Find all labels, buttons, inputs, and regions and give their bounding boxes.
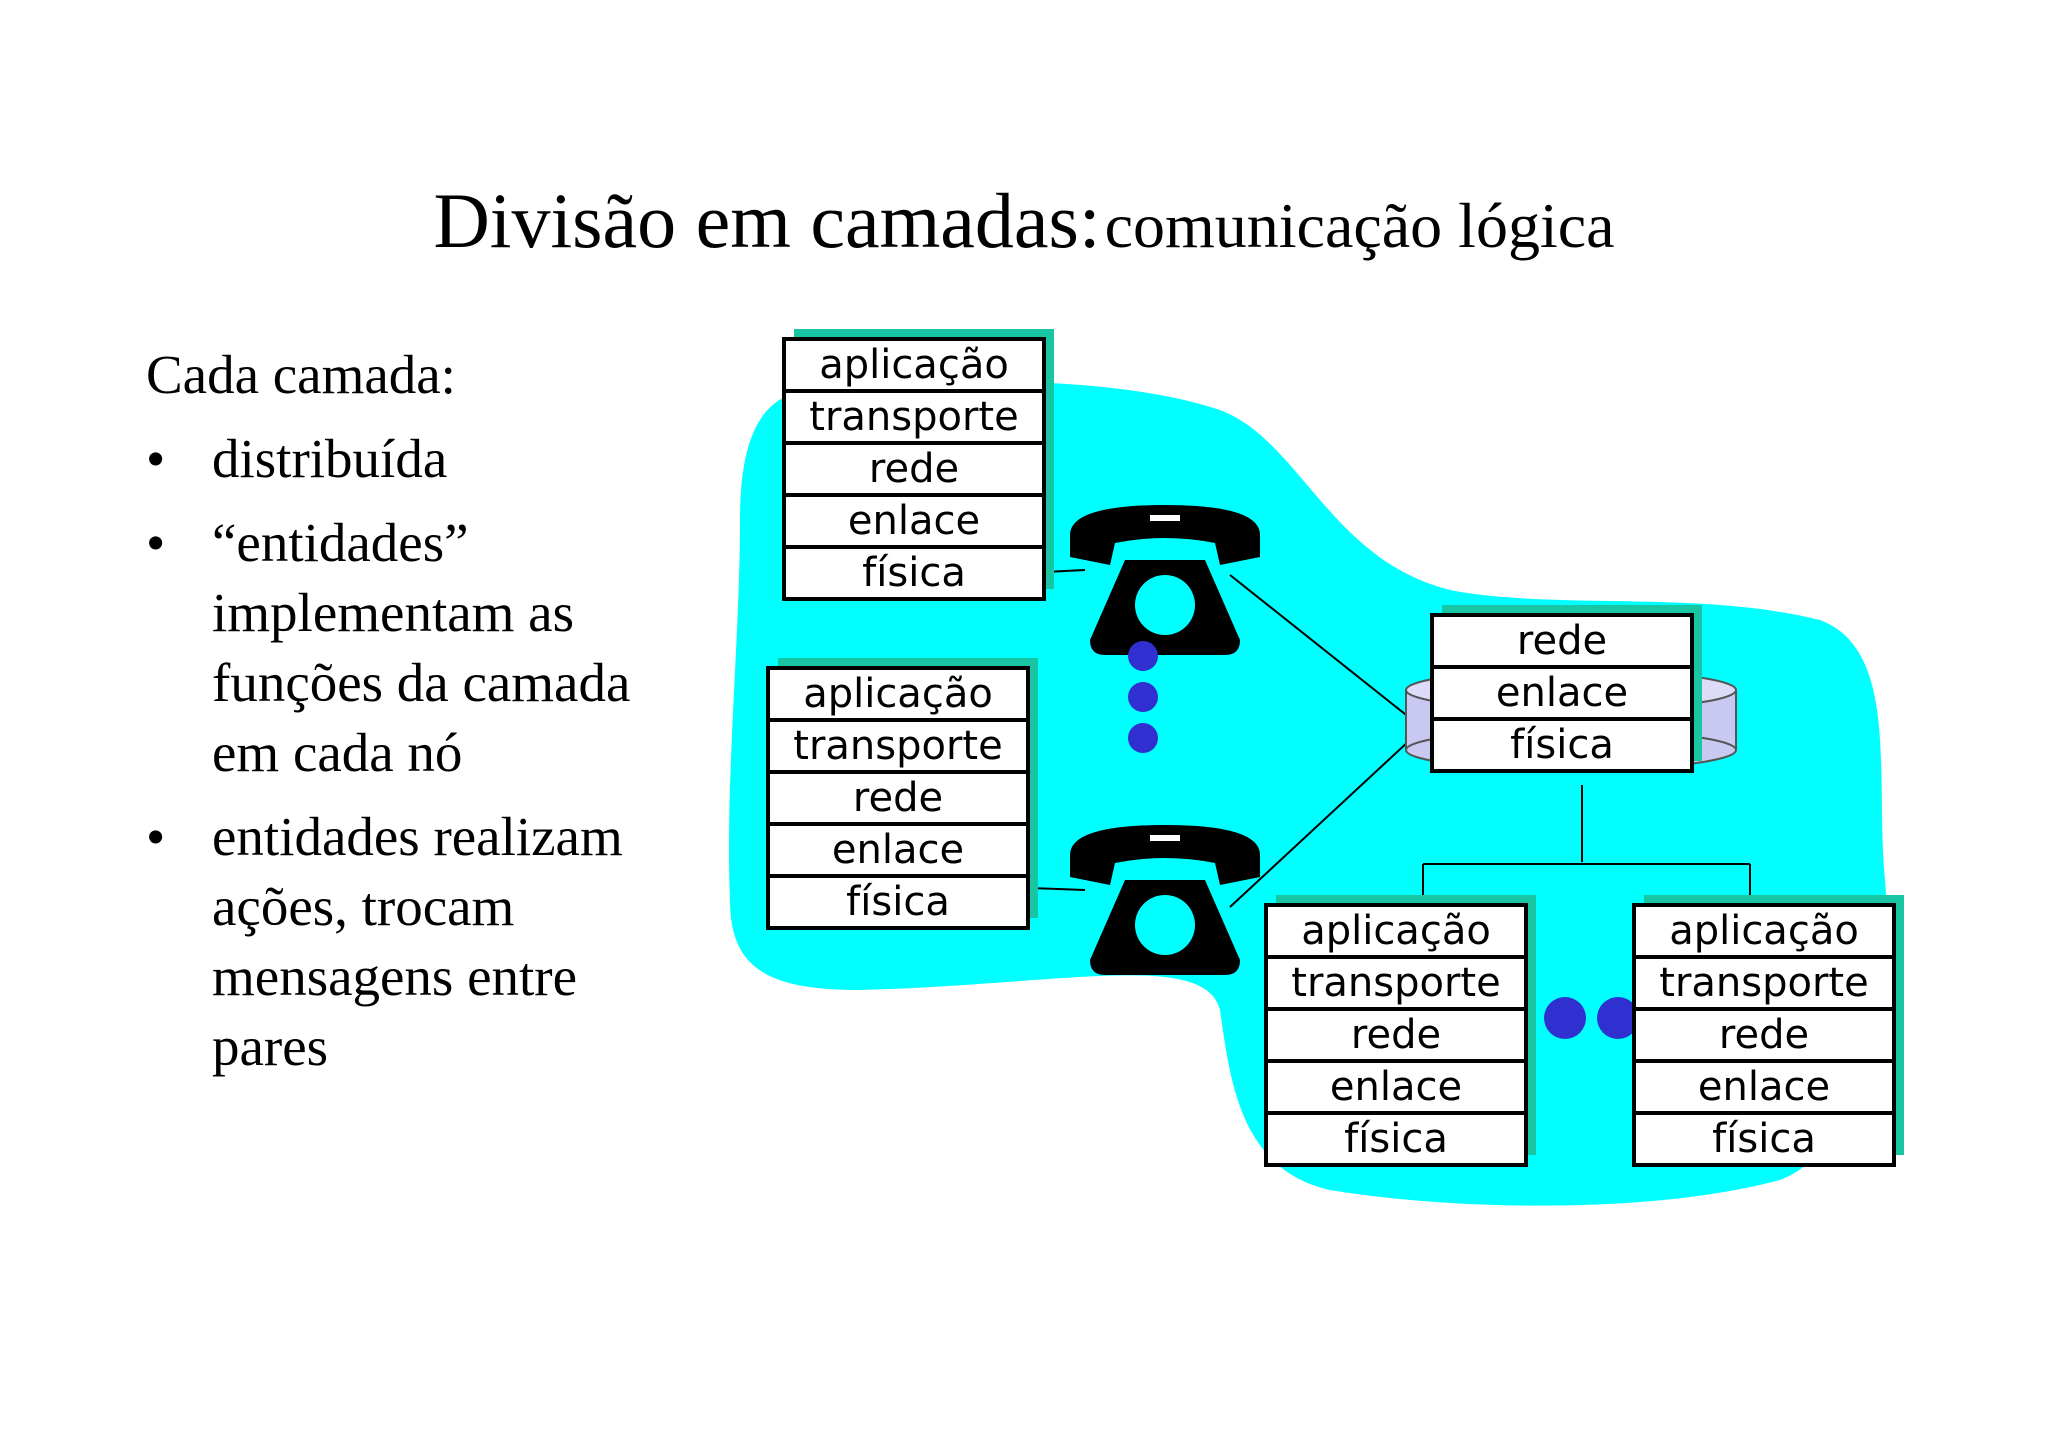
description-heading: Cada camada:	[146, 344, 456, 405]
bullet-marker: •	[146, 512, 166, 573]
ellipsis-dots-icon	[1544, 997, 1639, 1039]
layer-label: física	[862, 550, 966, 596]
page-title: Divisão em camadas: comunicação lógica	[0, 176, 2048, 266]
layer-label: transporte	[1291, 960, 1500, 1006]
layer-box	[1430, 717, 1694, 773]
layer-label: rede	[1517, 618, 1607, 664]
layer-box	[766, 874, 1030, 930]
layer-box	[1632, 955, 1896, 1011]
bullet-item: • entidades realizam ações, trocam mensa…	[146, 802, 706, 1082]
layer-label: enlace	[832, 827, 964, 873]
layer-label: aplicação	[1301, 908, 1491, 954]
layer-box	[1264, 903, 1528, 959]
layer-label: rede	[1351, 1012, 1441, 1058]
layer-label: aplicação	[819, 342, 1009, 388]
bullet-text: entidades realizam ações, trocam mensage…	[212, 806, 623, 1077]
bullet-marker: •	[146, 806, 166, 867]
layer-box	[782, 389, 1046, 445]
bullet-item: • “entidades” implementam as funções da …	[146, 508, 706, 788]
title-sub: comunicação lógica	[1104, 190, 1615, 261]
layer-label: rede	[1719, 1012, 1809, 1058]
layer-box	[766, 822, 1030, 878]
layer-label: transporte	[793, 723, 1002, 769]
layer-label: transporte	[1659, 960, 1868, 1006]
layer-box	[1632, 1007, 1896, 1063]
protocol-stack: aplicação transporte rede enlace física	[1632, 895, 1904, 1167]
bullet-marker: •	[146, 428, 166, 489]
layer-box	[1264, 1059, 1528, 1115]
bullet-item: • distribuída	[146, 424, 706, 494]
title-main: Divisão em camadas:	[433, 177, 1101, 264]
layer-label: enlace	[1698, 1064, 1830, 1110]
layer-label: enlace	[848, 498, 980, 544]
layer-box	[1264, 1111, 1528, 1167]
layer-label: física	[1344, 1116, 1448, 1162]
protocol-stack: aplicação transporte rede enlace física	[782, 329, 1054, 601]
layer-box	[782, 545, 1046, 601]
bullet-list: • distribuída • “entidades” implementam …	[146, 424, 706, 1082]
link-lines	[1029, 569, 1751, 908]
layer-label: aplicação	[803, 671, 993, 717]
layer-label: física	[1510, 722, 1614, 768]
layer-label: enlace	[1330, 1064, 1462, 1110]
layer-box	[766, 666, 1030, 722]
layer-label: física	[846, 879, 950, 925]
layer-box	[782, 337, 1046, 393]
layer-box	[782, 441, 1046, 497]
layer-label: enlace	[1496, 670, 1628, 716]
layer-label: física	[1712, 1116, 1816, 1162]
layer-label: aplicação	[1669, 908, 1859, 954]
bullet-text: “entidades” implementam as funções da ca…	[212, 512, 631, 783]
layer-label: rede	[869, 446, 959, 492]
protocol-stack: aplicação transporte rede enlace física	[1264, 895, 1536, 1167]
layer-label: rede	[853, 775, 943, 821]
description-panel: Cada camada: • distribuída • “entidades”…	[146, 340, 706, 1096]
layer-box	[1430, 613, 1694, 669]
protocol-stacks: aplicaçãotransporteredeenlacefísicaaplic…	[766, 329, 1904, 1167]
ellipsis-dots-icon	[1128, 641, 1158, 753]
bullet-text: distribuída	[212, 428, 448, 489]
layer-box	[1632, 1111, 1896, 1167]
protocol-stack: aplicação transporte rede enlace física	[766, 658, 1038, 930]
layer-label: transporte	[809, 394, 1018, 440]
protocol-stack: rede enlace física	[1430, 605, 1702, 773]
